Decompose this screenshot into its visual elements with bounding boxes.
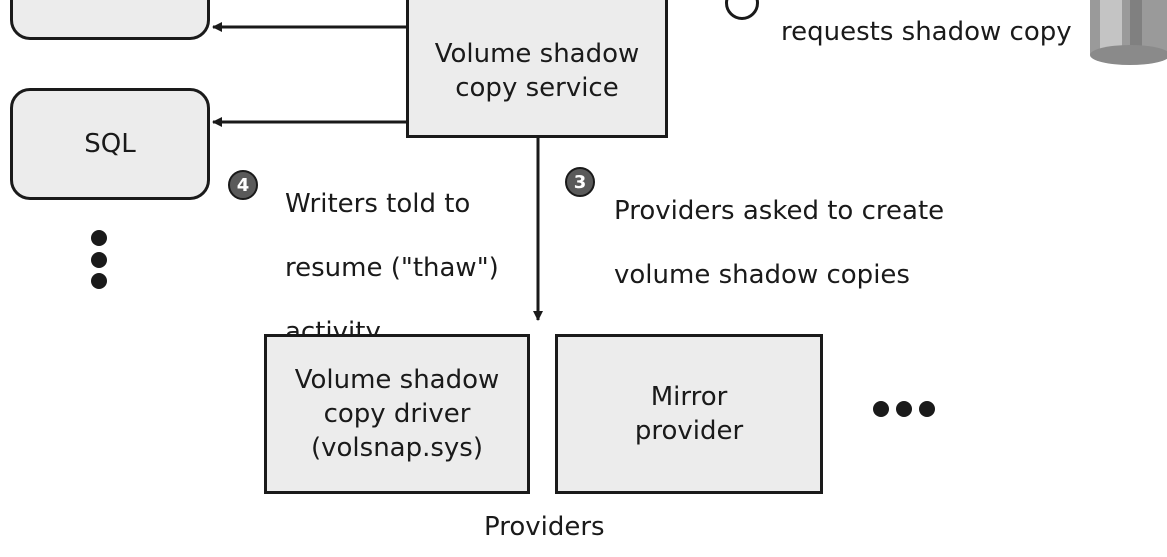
requests-shadow-copy-label: requests shadow copy — [781, 17, 1072, 47]
writers-ellipsis-dot — [91, 252, 107, 268]
volume-shadow-copy-driver-box: Volume shadow copy driver (volsnap.sys) — [264, 334, 530, 494]
sql-writer-box: SQL — [10, 88, 210, 200]
providers-ellipsis-dot — [896, 401, 912, 417]
step-3-badge: 3 — [565, 167, 595, 197]
providers-caption: Providers — [484, 512, 605, 542]
step-3-text: Providers asked to create volume shadow … — [614, 163, 944, 323]
driver-line-1: Volume shadow — [294, 365, 500, 395]
volume-shadow-copy-service-box: Volume shadow copy service — [406, 0, 668, 138]
step-4-badge: 4 — [228, 170, 258, 200]
step-4-line-2: resume ("thaw") — [285, 253, 499, 283]
driver-line-2: copy driver — [323, 399, 471, 429]
step-3-line-2: volume shadow copies — [614, 260, 910, 290]
driver-line-3: (volsnap.sys) — [310, 433, 483, 463]
providers-ellipsis-dot — [873, 401, 889, 417]
mirror-provider-box: Mirror provider — [555, 334, 823, 494]
sql-label: SQL — [84, 129, 136, 159]
step-4-line-1: Writers told to — [285, 189, 471, 219]
writers-ellipsis-dot — [91, 273, 107, 289]
vss-line-2: copy service — [455, 73, 619, 103]
requestor-icon — [1090, 0, 1167, 65]
vss-line-1: Volume shadow — [434, 39, 640, 69]
mirror-line-2: provider — [634, 416, 744, 446]
writer-box-top — [10, 0, 210, 40]
providers-ellipsis-dot — [919, 401, 935, 417]
mirror-line-1: Mirror — [650, 382, 728, 412]
writers-ellipsis-dot — [91, 230, 107, 246]
step-3-line-1: Providers asked to create — [614, 196, 945, 226]
